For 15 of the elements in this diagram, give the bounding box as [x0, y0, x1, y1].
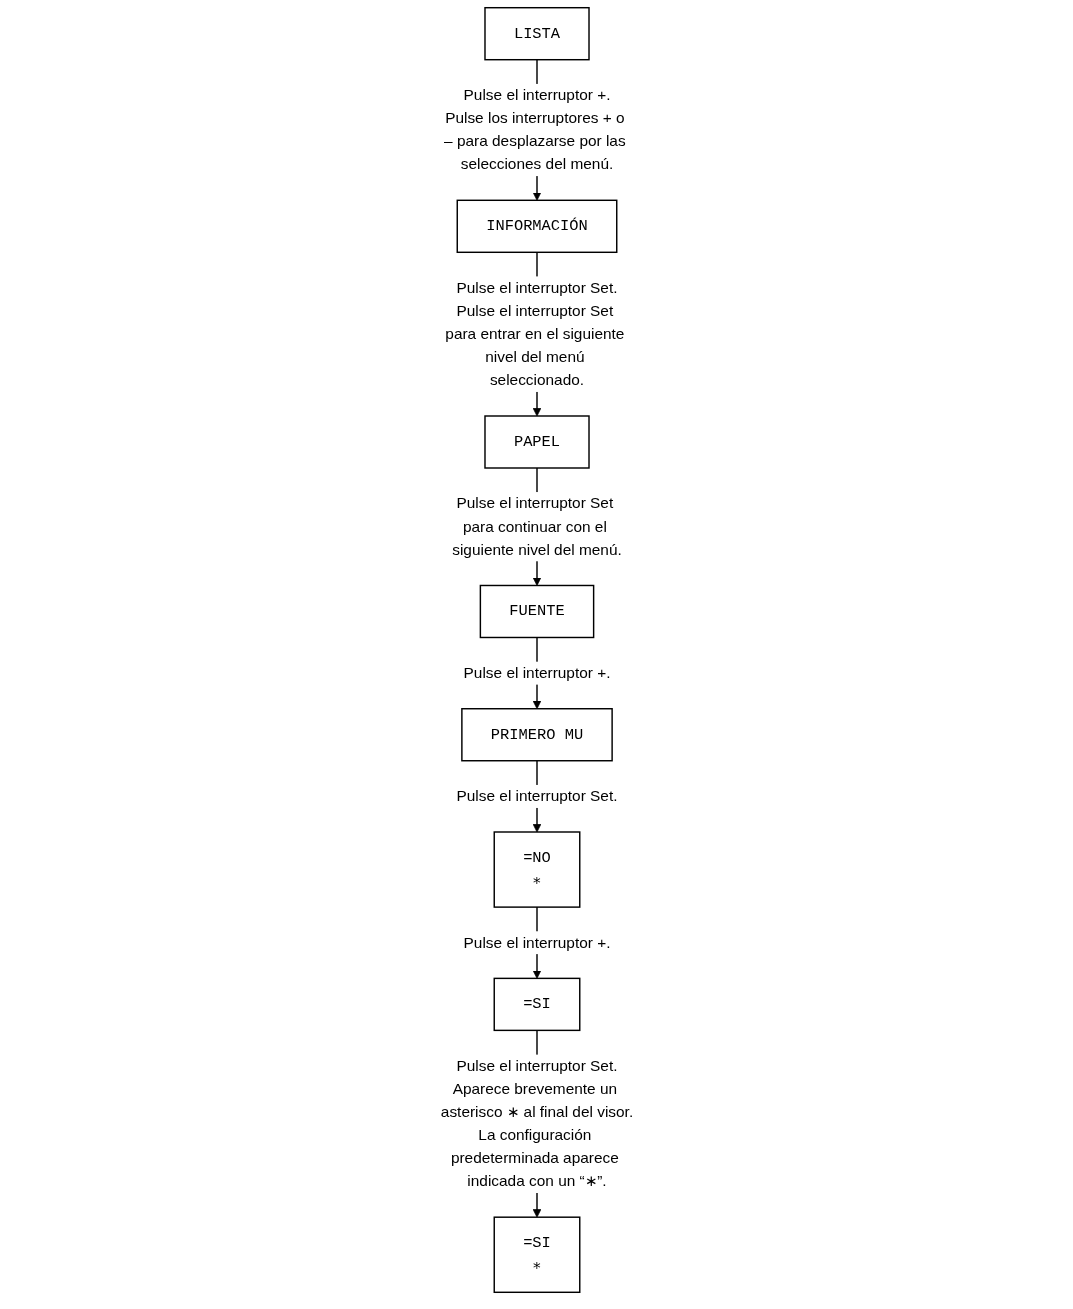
edge-label: Pulse el interruptor Set. Aparece brevemente un asterisco ∗ al final del visor. La configuración predeterminada aparece indicada con un “∗”.	[440, 1057, 633, 1190]
edge-label: Pulse el interruptor Set para continuar con el siguiente nivel del menú.	[451, 494, 622, 558]
edge-label: Pulse el interruptor +. Pulse los interruptores + o – para desplazarse por las selecciones del menú.	[443, 86, 626, 173]
node-box: =SI	[493, 977, 580, 1032]
node-box: PRIMERO MU	[460, 708, 613, 762]
edge-label: Pulse el interruptor Set.	[455, 787, 618, 805]
node-box: FUENTE	[479, 584, 594, 639]
node-box: INFORMACIÓN	[456, 199, 617, 253]
node-box: PAPEL	[483, 415, 590, 469]
edge-label: Pulse el interruptor +.	[463, 934, 610, 951]
node-box: =NO ∗	[493, 831, 580, 908]
edge-label: Pulse el interruptor +.	[463, 664, 610, 681]
edge-label: Pulse el interruptor Set. Pulse el interruptor Set para entrar en el siguiente nivel del menú seleccionado.	[444, 279, 624, 389]
node-box: =SI ∗	[493, 1216, 580, 1293]
node-box: LISTA	[483, 7, 590, 61]
